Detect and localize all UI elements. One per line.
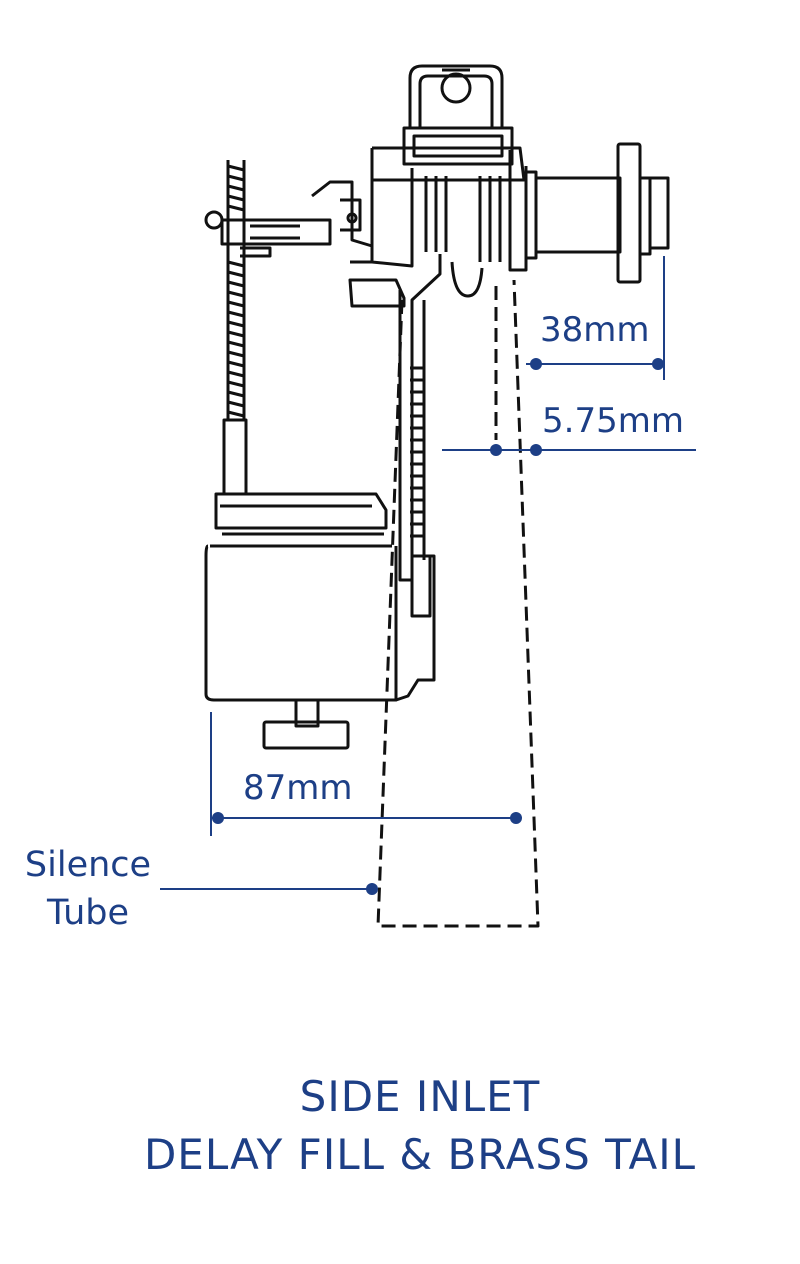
dimension-38mm [526, 256, 665, 380]
dimension-87mm [210, 712, 522, 836]
dimension-label-38mm: 38mm [540, 310, 650, 350]
brass-tail [524, 142, 670, 284]
valve-head-hook [408, 64, 504, 130]
valve-housing [348, 148, 528, 308]
silence-tube-leader [160, 883, 378, 895]
valve-cap [372, 126, 526, 182]
dimension-5.75mm [442, 444, 696, 456]
float-cup [204, 492, 398, 702]
dimension-label-87mm: 87mm [243, 768, 353, 808]
dimension-label-5.75mm: 5.75mm [542, 401, 684, 441]
callout-label-line-2: Tube [46, 893, 129, 933]
title-line-2: DELAY FILL & BRASS TAIL [143, 1130, 697, 1179]
central-stem [395, 254, 442, 702]
callout-label-line-1: Silence [25, 845, 151, 885]
adjuster-knob [262, 698, 350, 750]
title-line-1: SIDE INLET [299, 1072, 541, 1121]
silence-tube [376, 279, 540, 928]
float-linkage [204, 180, 373, 258]
threaded-rod [222, 160, 248, 496]
